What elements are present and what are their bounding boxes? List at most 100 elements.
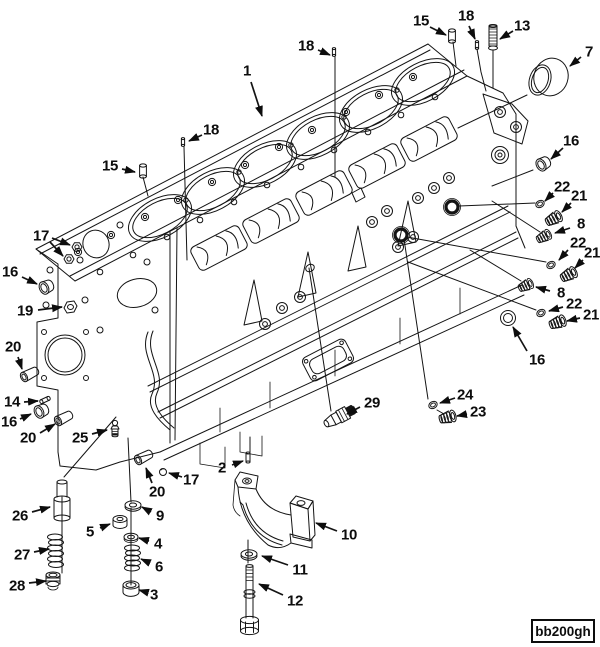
callout-arrow-2 — [231, 460, 244, 469]
callout-arrow-16 — [19, 413, 32, 422]
callout-arrow-5 — [99, 523, 111, 532]
block-right-end — [466, 75, 529, 249]
callout-12: 12 — [286, 592, 304, 610]
callout-26: 26 — [11, 507, 29, 525]
bolt-12 — [240, 564, 259, 636]
callout-arrow-3 — [138, 588, 150, 597]
callout-4: 4 — [153, 535, 163, 553]
callout-9: 9 — [155, 507, 165, 525]
callout-arrow-17 — [168, 472, 183, 480]
callout-arrow-1 — [250, 81, 263, 117]
callout-arrow-13 — [499, 30, 514, 40]
callout-18: 18 — [297, 37, 315, 55]
callout-arrow-27 — [33, 547, 50, 555]
installed-cup-plug — [500, 310, 516, 326]
cam-bore — [444, 199, 460, 215]
callout-20: 20 — [4, 338, 22, 356]
callout-arrow-9 — [141, 506, 153, 516]
callout-arrow-22 — [544, 191, 555, 202]
stud-13 — [488, 24, 498, 51]
callout-13: 13 — [513, 17, 531, 35]
callout-arrow-16 — [512, 326, 528, 352]
cylinder-bores — [128, 58, 455, 242]
callout-20: 20 — [148, 483, 166, 501]
callout-arrow-22 — [548, 304, 564, 313]
bearing-cap-10 — [232, 471, 316, 549]
callout-arrow-16 — [21, 276, 38, 285]
callout-arrow-18 — [188, 133, 203, 142]
callout-17: 17 — [32, 227, 50, 245]
callout-16: 16 — [0, 413, 18, 431]
callout-arrow-22 — [558, 249, 569, 261]
callout-arrow-18 — [467, 25, 476, 40]
callout-8: 8 — [576, 215, 586, 233]
spacer-5 — [112, 515, 128, 529]
callout-10: 10 — [340, 526, 358, 544]
callout-18: 18 — [457, 7, 475, 25]
callout-2: 2 — [217, 459, 227, 477]
callout-20: 20 — [19, 429, 37, 447]
callout-arrow-8 — [554, 226, 571, 234]
callout-24: 24 — [456, 386, 474, 404]
callout-16: 16 — [1, 263, 19, 281]
callout-arrow-11 — [261, 555, 289, 566]
block-top-deck — [35, 43, 468, 282]
pin-14 — [39, 395, 51, 405]
callout-22: 22 — [565, 295, 583, 313]
callout-arrow-17 — [49, 241, 64, 257]
callout-19: 19 — [16, 302, 34, 320]
callout-arrow-18 — [317, 47, 331, 56]
callout-3: 3 — [149, 586, 159, 604]
callout-arrow-23 — [456, 410, 468, 418]
callout-5: 5 — [85, 523, 95, 541]
callout-arrow-29 — [346, 405, 361, 415]
callout-arrow-15 — [121, 165, 136, 174]
callout-22: 22 — [569, 234, 587, 252]
callout-arrow-7 — [569, 56, 582, 67]
callout-arrow-25 — [91, 428, 108, 437]
callout-arrow-15 — [429, 26, 447, 36]
callout-21: 21 — [583, 244, 600, 262]
callout-arrow-20 — [15, 356, 23, 370]
figure-code: bb200gh — [531, 619, 595, 643]
piston-pin-26 — [53, 479, 71, 522]
callout-7: 7 — [584, 43, 594, 61]
callout-arrow-24 — [439, 396, 456, 404]
callout-14: 14 — [3, 393, 21, 411]
side-cover-plate — [301, 338, 355, 382]
callout-arrow-21 — [561, 202, 572, 213]
ball-17 — [159, 468, 167, 476]
callout-27: 27 — [13, 546, 31, 564]
callout-arrow-17 — [51, 237, 71, 246]
side-face — [147, 172, 525, 469]
callout-11: 11 — [292, 561, 308, 579]
callout-arrow-14 — [23, 397, 39, 406]
callout-23: 23 — [469, 403, 487, 421]
deck-bolt-holes — [73, 72, 439, 276]
hex-plug-19 — [63, 300, 78, 314]
callout-29: 29 — [363, 394, 381, 412]
callout-arrow-12 — [258, 583, 284, 596]
callout-15: 15 — [412, 12, 430, 30]
callout-8: 8 — [556, 284, 566, 302]
callout-16: 16 — [562, 132, 580, 150]
callout-1: 1 — [242, 62, 252, 80]
callout-arrow-6 — [140, 558, 152, 567]
block-front-face — [35, 221, 175, 471]
callout-arrow-19 — [37, 304, 63, 313]
callout-arrow-21 — [566, 314, 581, 323]
callout-arrow-10 — [315, 522, 338, 532]
callout-arrow-8 — [535, 285, 551, 294]
callout-arrow-28 — [28, 578, 47, 587]
callout-18: 18 — [202, 121, 220, 139]
callout-28: 28 — [8, 577, 26, 595]
cam-bushing-7 — [528, 57, 569, 97]
callout-25: 25 — [71, 429, 89, 447]
callout-arrow-21 — [574, 258, 585, 269]
leader-lines — [61, 41, 547, 586]
callout-arrow-4 — [138, 537, 150, 545]
callout-21: 21 — [582, 306, 600, 324]
